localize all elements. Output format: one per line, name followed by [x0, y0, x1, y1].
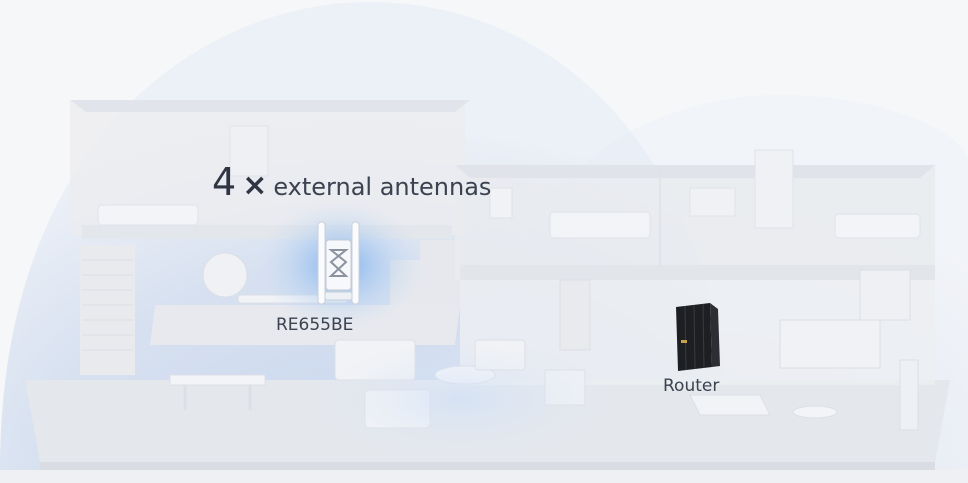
router-label: Router	[663, 376, 720, 396]
antenna-headline: 4 × external antennas	[212, 160, 491, 204]
times-symbol: ×	[242, 168, 268, 203]
antenna-count: 4	[212, 160, 237, 204]
antenna-text: external antennas	[273, 173, 492, 201]
range-extender-icon	[317, 221, 360, 305]
extender-label: RE655BE	[276, 315, 354, 335]
router-icon	[676, 303, 720, 371]
